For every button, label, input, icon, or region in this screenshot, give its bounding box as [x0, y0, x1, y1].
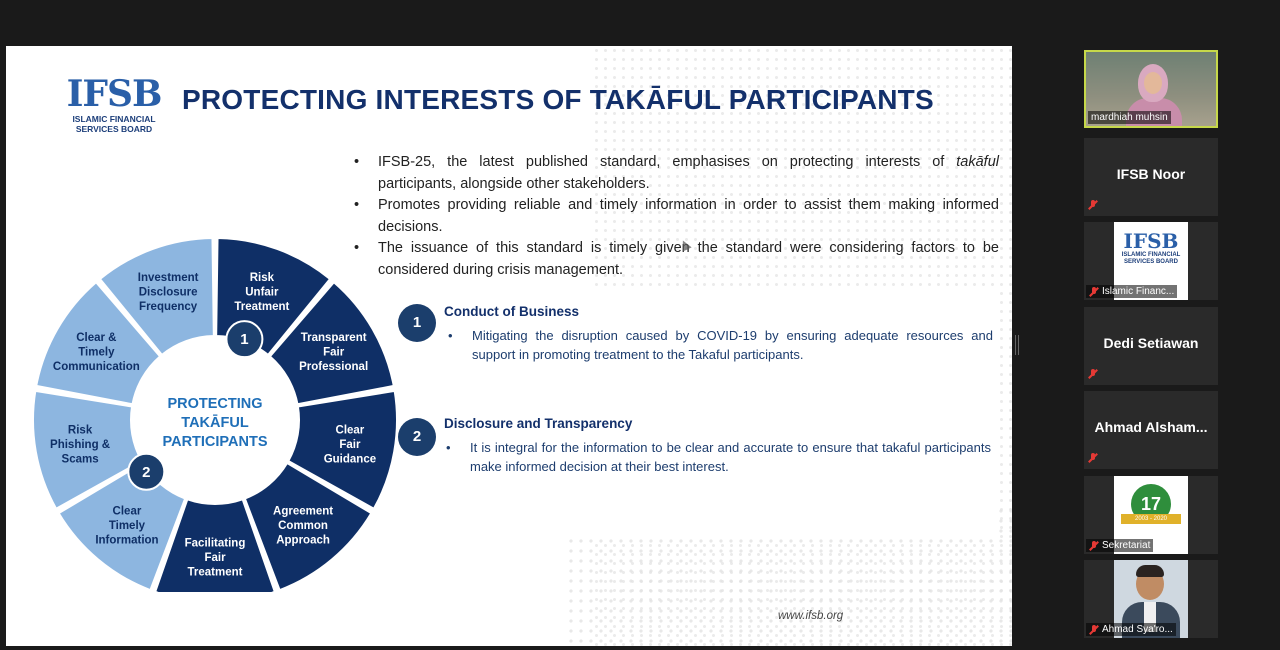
- content-panel: [341, 286, 996, 538]
- wheel-segment: [35, 280, 162, 406]
- section-title: Conduct of Business: [444, 304, 580, 319]
- shared-screen-slide: IFSB ISLAMIC FINANCIAL SERVICES BOARD PR…: [6, 46, 1012, 646]
- wheel-center: [133, 338, 297, 502]
- participant-tile[interactable]: Ahmad Alsham...: [1084, 391, 1218, 469]
- wheel-segment: [243, 461, 373, 592]
- wheel-segment: [57, 461, 187, 592]
- wheel-number-badge-label: 2: [142, 464, 150, 481]
- section-body: •Mitigating the disruption caused by COV…: [448, 328, 993, 362]
- participant-name-label: mardhiah muhsin: [1088, 111, 1171, 124]
- mic-muted-icon: [1088, 200, 1098, 210]
- participant-tile-video[interactable]: mardhiah muhsin: [1084, 50, 1218, 128]
- wheel-number-badge: [127, 452, 166, 491]
- wheel-segment: [286, 389, 398, 511]
- mic-muted-icon: [1089, 286, 1099, 297]
- mic-muted-icon: [1089, 540, 1099, 551]
- participant-name: Ahmad Alsham...: [1094, 419, 1208, 435]
- participant-name-label: Islamic Financ...: [1086, 285, 1178, 298]
- wheel-number-badge: [225, 320, 264, 359]
- mic-muted-icon: [1088, 369, 1098, 379]
- wheel-segment: [32, 389, 144, 511]
- bullet-item: • The issuance of this standard is timel…: [354, 240, 999, 278]
- website-url: www.ifsb.org: [778, 610, 844, 622]
- section-number-badge: 2: [398, 418, 436, 456]
- wheel-segment: [268, 280, 395, 406]
- participant-tile[interactable]: Dedi Setiawan: [1084, 307, 1218, 385]
- ifsb-logo-text-2: SERVICES BOARD: [75, 124, 153, 134]
- section-body: •It is integral for the information to b…: [446, 440, 991, 474]
- participant-name: IFSB Noor: [1116, 166, 1186, 182]
- panel-resize-handle[interactable]: [1015, 335, 1019, 355]
- wheel-number-badge-label: 1: [240, 331, 248, 348]
- bullet-list: • IFSB-25, the latest published standard…: [354, 152, 999, 281]
- participant-tile[interactable]: IFSB Noor: [1084, 138, 1218, 216]
- bullet-item: • Promotes providing reliable and timely…: [354, 197, 999, 235]
- participant-name: Dedi Setiawan: [1103, 335, 1199, 351]
- participant-tile[interactable]: 17 2003 - 2020 Sekretariat: [1084, 476, 1218, 554]
- ifsb-logo-text-1: ISLAMIC FINANCIAL: [72, 114, 156, 124]
- wheel-segment: [154, 498, 276, 592]
- bullet-item: • IFSB-25, the latest published standard…: [354, 154, 999, 192]
- ifsb-logo: IFSB ISLAMIC FINANCIAL SERVICES BOARD: [62, 74, 166, 146]
- mic-muted-icon: [1089, 624, 1099, 635]
- participant-name-label: Sekretariat: [1086, 539, 1154, 552]
- participant-tile[interactable]: Ahmad Sya'ro...: [1084, 560, 1218, 638]
- ifsb-logo-mark: IFSB: [66, 73, 163, 115]
- section-title: Disclosure and Transparency: [444, 416, 633, 431]
- participant-name-label: Ahmad Sya'ro...: [1086, 623, 1176, 636]
- wheel-segment: [98, 237, 215, 357]
- slide-title: PROTECTING INTERESTS OF TAKĀFUL PARTICIP…: [182, 84, 934, 115]
- section-number-badge: 1: [398, 304, 436, 342]
- mic-muted-icon: [1088, 453, 1098, 463]
